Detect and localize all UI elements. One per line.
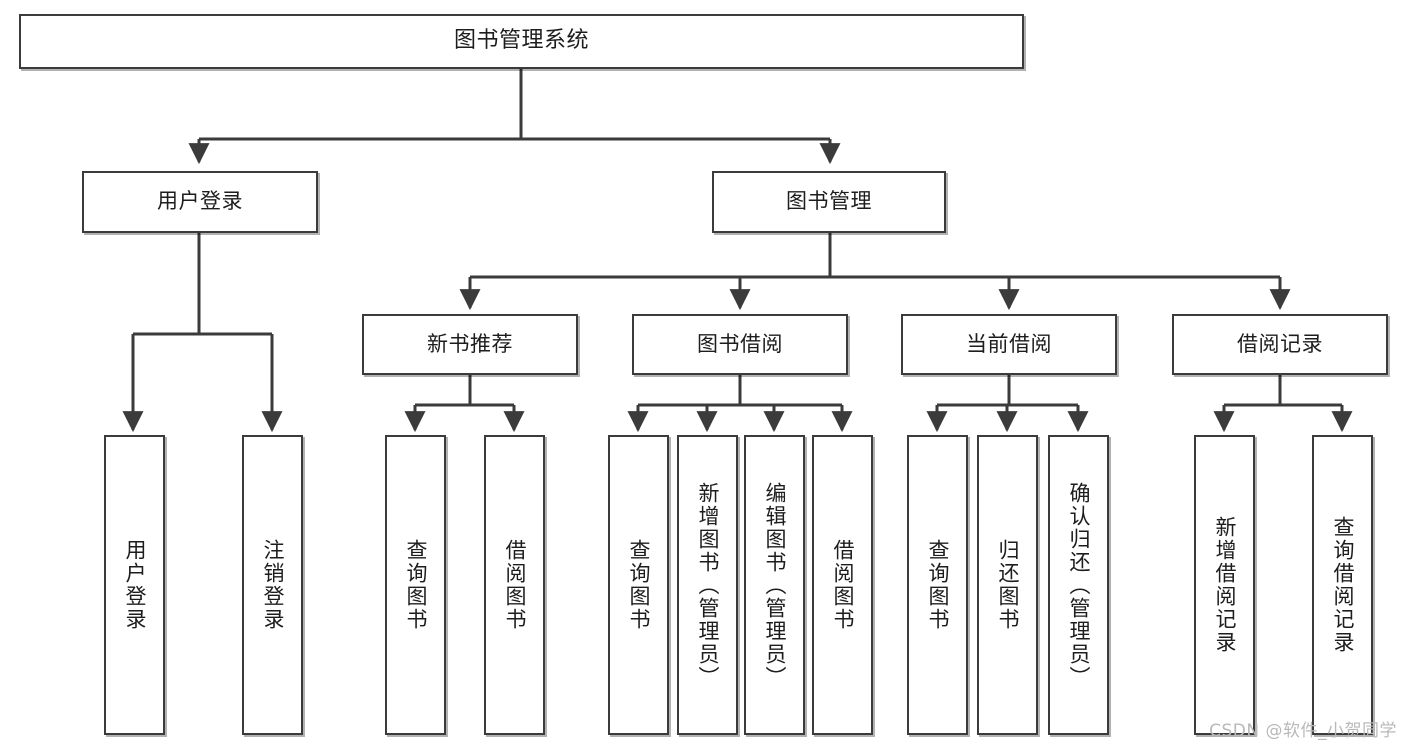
node-label: 图书借阅 <box>697 331 783 356</box>
leaf-confirm-return[interactable]: 确认归还（管理员） <box>1048 435 1109 735</box>
leaf-user-login[interactable]: 用户登录 <box>104 435 165 735</box>
node-new-book-recommend[interactable]: 新书推荐 <box>362 314 578 375</box>
leaf-query-book-2[interactable]: 查询图书 <box>608 435 669 735</box>
node-current-borrow[interactable]: 当前借阅 <box>901 314 1117 375</box>
leaf-edit-book[interactable]: 编辑图书（管理员） <box>744 435 805 735</box>
node-label: 借阅图书 <box>503 539 527 631</box>
node-label: 编辑图书（管理员） <box>763 481 787 689</box>
leaf-add-record[interactable]: 新增借阅记录 <box>1194 435 1255 735</box>
node-label: 图书管理系统 <box>453 28 589 54</box>
node-label: 查询图书 <box>627 539 651 631</box>
leaf-query-record[interactable]: 查询借阅记录 <box>1312 435 1373 735</box>
node-book-manage[interactable]: 图书管理 <box>712 171 946 233</box>
node-label: 新书推荐 <box>427 331 513 356</box>
node-user-login[interactable]: 用户登录 <box>82 171 318 233</box>
node-label: 注销登录 <box>261 539 285 631</box>
node-label: 查询图书 <box>404 539 428 631</box>
node-label: 当前借阅 <box>966 331 1052 356</box>
node-label: 新增借阅记录 <box>1213 516 1237 654</box>
node-borrow-record[interactable]: 借阅记录 <box>1172 314 1388 375</box>
node-label: 确认归还（管理员） <box>1067 481 1091 689</box>
node-label: 查询图书 <box>926 539 950 631</box>
node-label: 图书管理 <box>786 189 872 214</box>
leaf-query-book-3[interactable]: 查询图书 <box>907 435 968 735</box>
node-root-system[interactable]: 图书管理系统 <box>19 14 1024 69</box>
node-label: 用户登录 <box>157 189 243 214</box>
node-label: 借阅图书 <box>831 539 855 631</box>
node-label: 查询借阅记录 <box>1331 516 1355 654</box>
node-book-borrow[interactable]: 图书借阅 <box>632 314 848 375</box>
leaf-add-book[interactable]: 新增图书（管理员） <box>677 435 738 735</box>
leaf-user-logout[interactable]: 注销登录 <box>242 435 303 735</box>
node-label: 借阅记录 <box>1237 331 1323 356</box>
node-label: 新增图书（管理员） <box>696 481 720 689</box>
node-label: 归还图书 <box>996 539 1020 631</box>
leaf-borrow-book-1[interactable]: 借阅图书 <box>484 435 545 735</box>
node-label: 用户登录 <box>123 539 147 631</box>
leaf-query-book-1[interactable]: 查询图书 <box>385 435 446 735</box>
leaf-return-book[interactable]: 归还图书 <box>977 435 1038 735</box>
leaf-borrow-book-2[interactable]: 借阅图书 <box>812 435 873 735</box>
